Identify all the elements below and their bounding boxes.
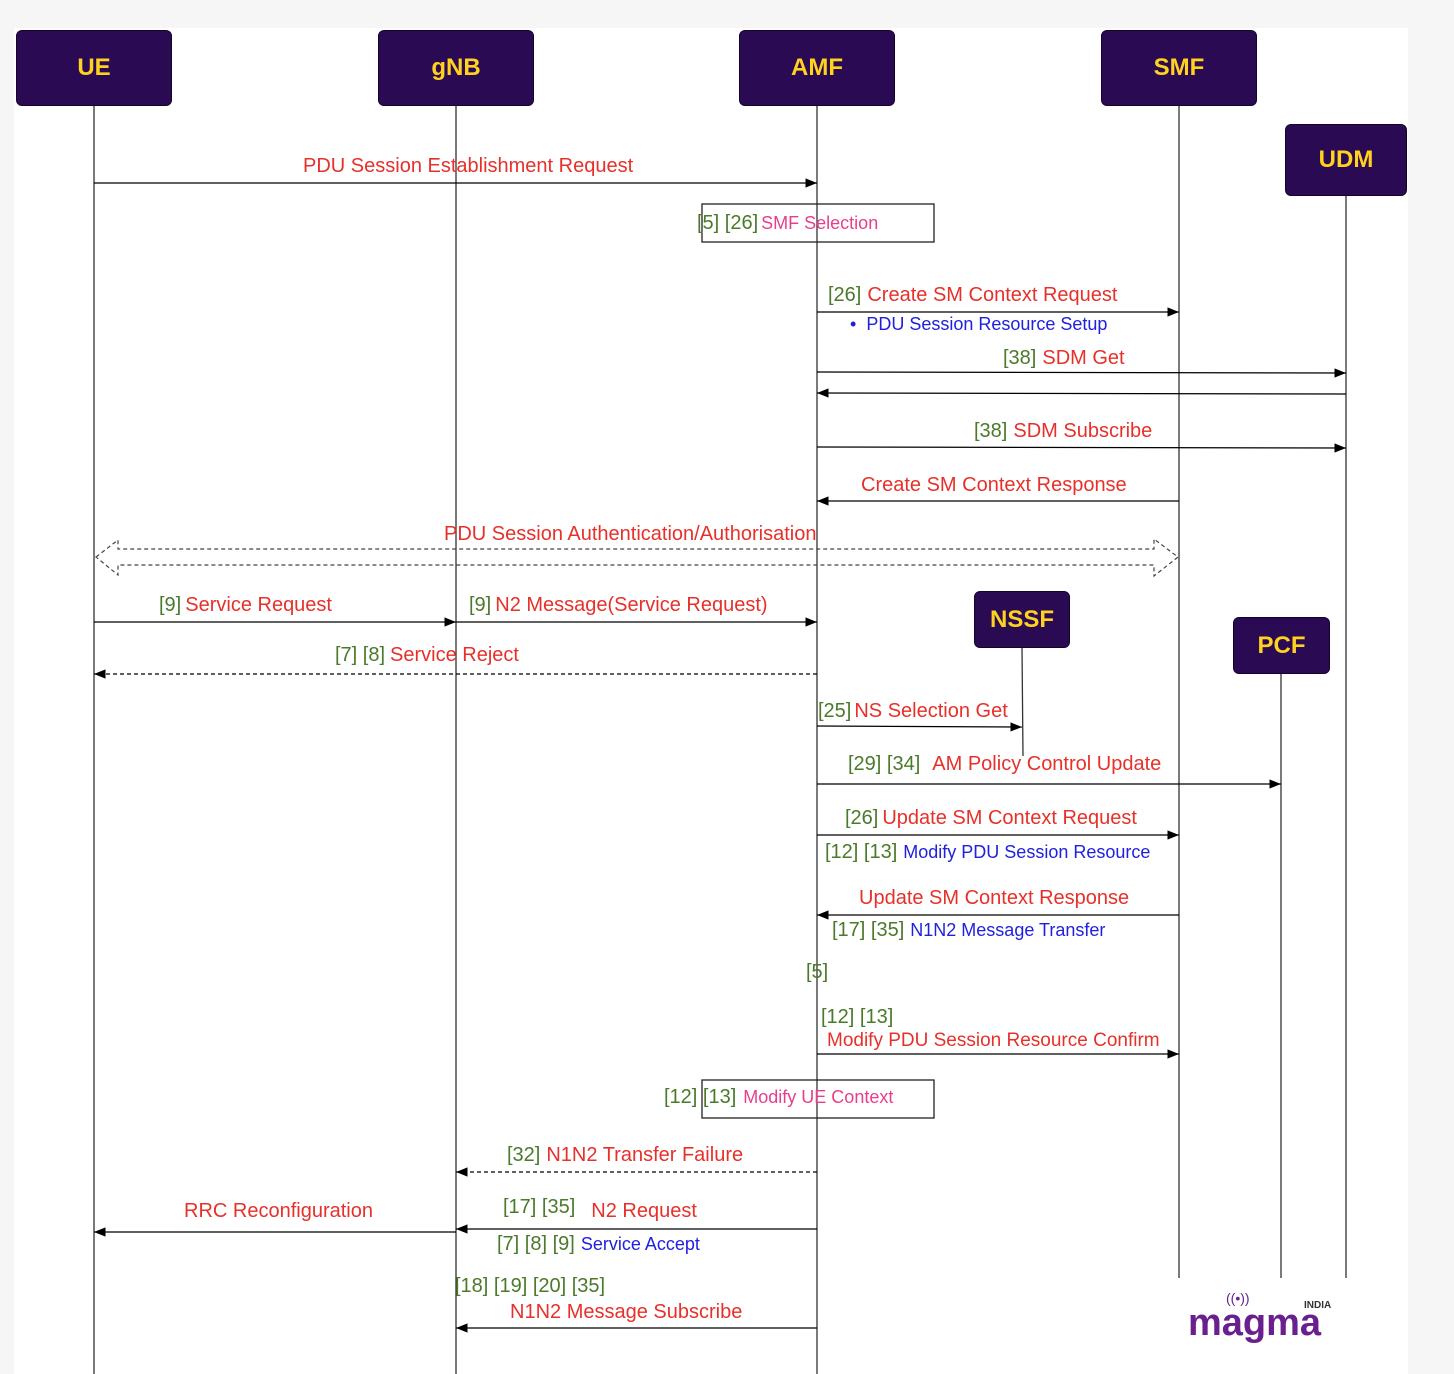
text-svc-req: Service Request bbox=[185, 594, 332, 616]
ref-sdm-sub: [38] bbox=[974, 420, 1008, 442]
entity-nssf: NSSF bbox=[974, 591, 1070, 648]
entity-gnb: gNB bbox=[378, 30, 534, 106]
text-n1n2-fail: N1N2 Transfer Failure bbox=[546, 1144, 744, 1166]
label-mod-ue: [12] [13] Modify UE Context bbox=[664, 1086, 893, 1108]
text-upd-sm-req: Update SM Context Request bbox=[882, 807, 1137, 829]
magma-logo: ((•)) magma INDIA bbox=[1188, 1290, 1338, 1350]
label-smf-selection: [5] [26]SMF Selection bbox=[697, 212, 878, 234]
label-n1n2-fail: [32]N1N2 Transfer Failure bbox=[507, 1144, 743, 1166]
ref-smf-selection: [5] [26] bbox=[697, 212, 759, 234]
label-pdu-auth: PDU Session Authentication/Authorisation bbox=[444, 523, 817, 545]
text-mod-pdu: Modify PDU Session Resource bbox=[903, 842, 1151, 862]
text-ns-sel: NS Selection Get bbox=[854, 700, 1008, 722]
ref-sdm-get: [38] bbox=[1003, 347, 1037, 369]
top-margin bbox=[0, 0, 1454, 28]
ref-svc-req: [9] bbox=[159, 594, 182, 616]
label-sdm-sub: [38]SDM Subscribe bbox=[974, 420, 1152, 442]
label-n2-req: [17] [35] N2 Request bbox=[503, 1196, 697, 1222]
entity-smf: SMF bbox=[1101, 30, 1257, 106]
entity-udm: UDM bbox=[1285, 124, 1407, 196]
label-upd-sm-req: [26]Update SM Context Request bbox=[845, 807, 1137, 829]
ref-ns-sel: [25] bbox=[818, 700, 852, 722]
right-margin bbox=[1408, 0, 1454, 1374]
ref-create-sm-req: [26] bbox=[828, 284, 862, 306]
text-n2-req: N2 Request bbox=[591, 1200, 697, 1222]
ref-svc-rej: [7] [8] bbox=[335, 644, 386, 666]
ref-am-policy: [29] [34] bbox=[848, 753, 921, 775]
text-pdu-res-setup: PDU Session Resource Setup bbox=[866, 314, 1108, 334]
logo-tag: INDIA bbox=[1304, 1300, 1332, 1311]
label-n1n2: [17] [35]N1N2 Message Transfer bbox=[832, 919, 1105, 941]
text-am-policy: AM Policy Control Update bbox=[932, 753, 1162, 775]
label-mod-confirm-ref: [12] [13] bbox=[821, 1006, 894, 1028]
text-n2-msg: N2 Message(Service Request) bbox=[495, 594, 768, 616]
text-sdm-sub: SDM Subscribe bbox=[1013, 420, 1153, 442]
antenna-icon: ((•)) bbox=[1226, 1290, 1250, 1306]
text-svc-acc: Service Accept bbox=[580, 1234, 700, 1254]
ref-n2-msg: [9] bbox=[469, 594, 492, 616]
lifeline-nssf bbox=[1021, 647, 1024, 757]
label-am-policy: [29] [34] AM Policy Control Update bbox=[848, 753, 1161, 775]
text-smf-selection: SMF Selection bbox=[761, 213, 879, 233]
ref-svc-acc: [7] [8] [9] bbox=[497, 1233, 575, 1255]
text-svc-rej: Service Reject bbox=[390, 644, 519, 666]
text-sdm-get: SDM Get bbox=[1042, 347, 1125, 369]
arrow-sdm-get-resp bbox=[816, 388, 1347, 398]
arrow-sdm-sub bbox=[816, 443, 1347, 453]
label-ns-sel: [25]NS Selection Get bbox=[818, 700, 1008, 722]
entity-pcf: PCF bbox=[1233, 617, 1330, 674]
label-ref-5: [5] bbox=[806, 961, 829, 983]
logo-text: magma bbox=[1188, 1302, 1322, 1344]
ref-mod-pdu: [12] [13] bbox=[825, 841, 898, 863]
smf-selection-box bbox=[701, 203, 935, 243]
label-sdm-get: [38]SDM Get bbox=[1003, 347, 1125, 369]
ref-mod-ue: [12] [13] bbox=[664, 1086, 737, 1108]
label-pdu-est-req: PDU Session Establishment Request bbox=[303, 155, 634, 177]
text-mod-ue: Modify UE Context bbox=[743, 1087, 894, 1107]
arrow-ns-sel bbox=[816, 722, 1023, 732]
ref-n2-req: [17] [35] bbox=[503, 1196, 576, 1218]
label-n1n2-sub-ref: [18] [19] [20] [35] bbox=[455, 1275, 606, 1297]
label-svc-rej: [7] [8]Service Reject bbox=[335, 644, 519, 666]
ref-upd-sm-req: [26] bbox=[845, 807, 879, 829]
label-mod-confirm: Modify PDU Session Resource Confirm bbox=[827, 1030, 1160, 1051]
ref-n1n2-fail: [32] bbox=[507, 1144, 541, 1166]
label-pdu-res-setup: • PDU Session Resource Setup bbox=[850, 313, 1107, 335]
modify-ue-context-box bbox=[701, 1079, 935, 1119]
text-create-sm-req: Create SM Context Request bbox=[867, 284, 1118, 306]
arrow-sdm-get bbox=[816, 368, 1347, 378]
label-n2-msg: [9]N2 Message(Service Request) bbox=[469, 594, 768, 616]
entity-ue: UE bbox=[16, 30, 172, 106]
ref-n1n2: [17] [35] bbox=[832, 919, 905, 941]
label-create-sm-resp: Create SM Context Response bbox=[861, 474, 1127, 496]
arrow-pdu-auth bbox=[95, 537, 1179, 578]
text-n1n2: N1N2 Message Transfer bbox=[910, 920, 1106, 940]
label-svc-acc: [7] [8] [9]Service Accept bbox=[497, 1233, 700, 1255]
label-rrc: RRC Reconfiguration bbox=[184, 1200, 373, 1222]
left-margin bbox=[0, 0, 14, 1374]
bullet-icon: • bbox=[850, 314, 857, 334]
label-upd-sm-resp: Update SM Context Response bbox=[859, 887, 1130, 909]
entity-amf: AMF bbox=[739, 30, 895, 106]
label-n1n2-sub: N1N2 Message Subscribe bbox=[510, 1301, 743, 1323]
label-create-sm-req: [26]Create SM Context Request bbox=[828, 284, 1117, 306]
label-mod-pdu: [12] [13]Modify PDU Session Resource bbox=[825, 841, 1150, 863]
label-svc-req: [9]Service Request bbox=[159, 594, 332, 616]
